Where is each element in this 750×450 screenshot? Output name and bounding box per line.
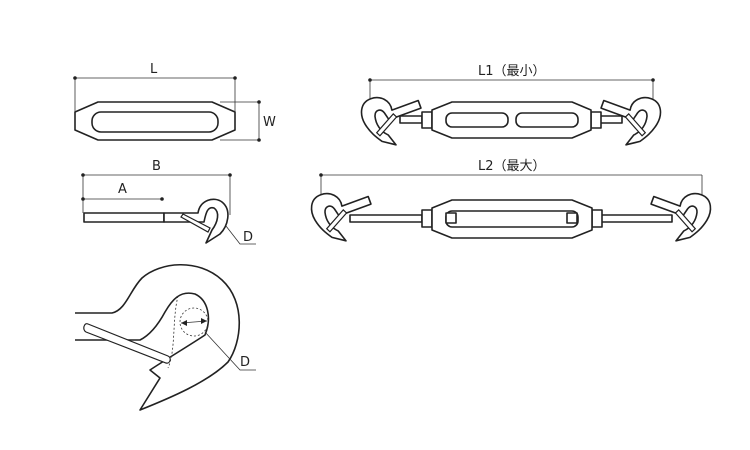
turnbuckle-min: L1（最小） bbox=[356, 64, 666, 154]
dimension-label-a: A bbox=[118, 182, 127, 197]
dimension-label-l1: L1（最小） bbox=[478, 64, 546, 79]
hook-detail-view: D bbox=[75, 263, 256, 411]
dimension-label-w: W bbox=[263, 115, 276, 130]
body-top-view: L W bbox=[73, 62, 276, 142]
turnbuckle-max: L2（最大） bbox=[306, 159, 716, 250]
dimension-label-b: B bbox=[152, 159, 161, 174]
dimension-label-d: D bbox=[243, 230, 253, 245]
hook-side-view: B A D bbox=[81, 159, 256, 245]
detail-label-d: D bbox=[240, 355, 250, 370]
dimension-label-l2: L2（最大） bbox=[478, 159, 546, 174]
dimension-label-l: L bbox=[150, 62, 158, 77]
